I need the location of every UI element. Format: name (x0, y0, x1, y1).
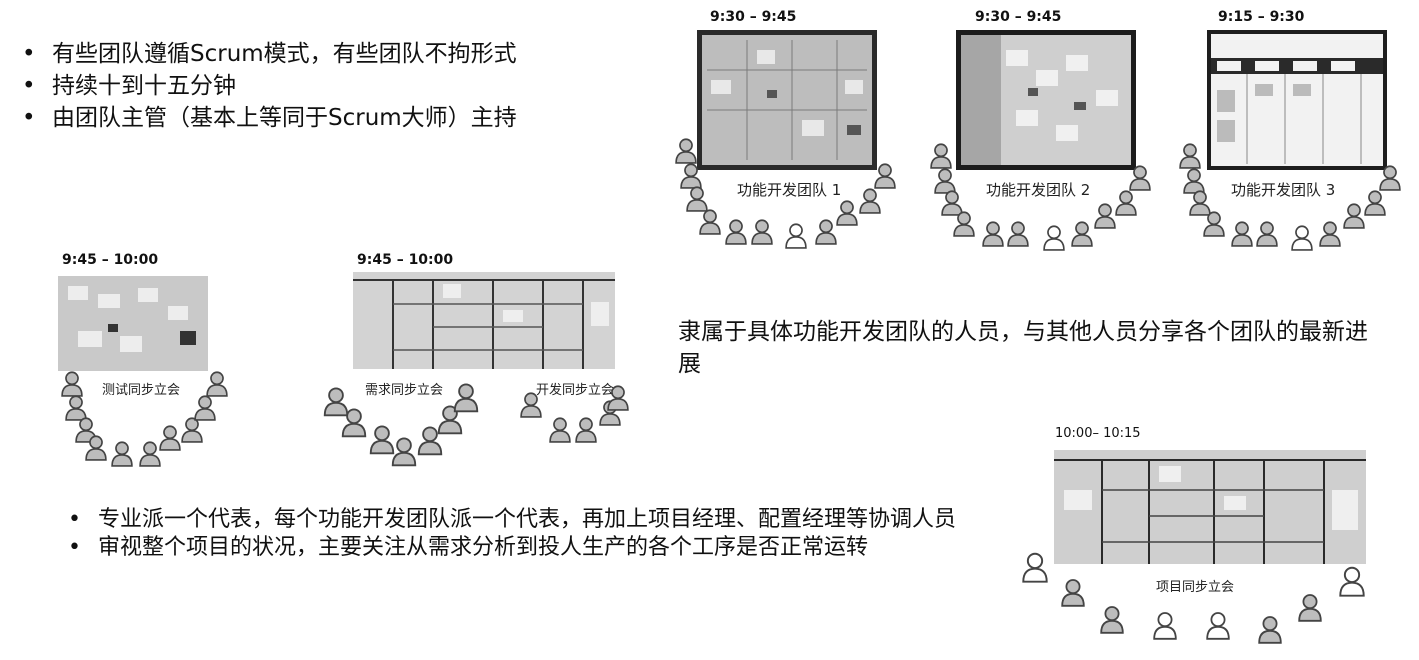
person-icon (700, 210, 720, 234)
person-icon (455, 384, 478, 411)
time-label-feature3: 9:15 – 9:30 (1218, 9, 1304, 25)
feature1-board-photo (697, 30, 877, 170)
person-icon (160, 426, 180, 450)
person-icon (325, 388, 348, 415)
list-item: 审视整个项目的状况，主要关注从需求分析到投人生产的各个工序是否正常运转 (66, 534, 986, 562)
person-icon (1320, 222, 1340, 246)
person-icon (1154, 613, 1176, 639)
person-icon (1072, 222, 1092, 246)
list-item: 专业派一个代表，每个功能开发团队派一个代表，再加上项目经理、配置经理等协调人员 (66, 506, 986, 534)
person-icon (86, 436, 106, 460)
person-icon (195, 396, 215, 420)
person-icon (207, 372, 227, 396)
person-icon (786, 224, 806, 248)
top-bullet-list: 有些团队遵循Scrum模式，有些团队不拘形式 持续十到十五分钟 由团队主管（基本… (20, 38, 640, 134)
person-icon (1232, 222, 1252, 246)
person-icon (942, 191, 962, 215)
person-icon (1184, 169, 1204, 193)
meeting-label-test: 测试同步立会 (102, 379, 180, 398)
person-icon (182, 418, 202, 442)
person-icon (726, 220, 746, 244)
person-icon (676, 139, 696, 163)
person-icon (860, 189, 880, 213)
person-icon (931, 144, 951, 168)
person-icon (1008, 222, 1028, 246)
person-icon (1299, 595, 1321, 621)
test-board-photo (58, 276, 208, 371)
list-item: 有些团队遵循Scrum模式，有些团队不拘形式 (20, 38, 640, 70)
time-label-feature2: 9:30 – 9:45 (975, 9, 1061, 25)
person-icon (112, 442, 132, 466)
person-icon (66, 396, 86, 420)
person-icon (371, 426, 394, 453)
person-icon (1190, 191, 1210, 215)
person-icon (140, 442, 160, 466)
person-icon (983, 222, 1003, 246)
person-icon (439, 406, 462, 433)
person-icon (837, 201, 857, 225)
time-label-feature1: 9:30 – 9:45 (710, 9, 796, 25)
project-board-photo (1054, 450, 1366, 564)
person-icon (1062, 580, 1084, 606)
person-icon (576, 418, 596, 442)
person-icon (1365, 191, 1385, 215)
meeting-label-feature1: 功能开发团队 1 (737, 179, 841, 200)
time-label-project: 10:00– 10:15 (1055, 426, 1141, 441)
person-icon (687, 187, 707, 211)
person-icon (76, 418, 96, 442)
bottom-bullet-list: 专业派一个代表，每个功能开发团队派一个代表，再加上项目经理、配置经理等协调人员 … (66, 506, 986, 562)
person-icon (1044, 226, 1064, 250)
req-board-photo (353, 272, 615, 369)
person-icon (1116, 191, 1136, 215)
person-icon (875, 164, 895, 188)
time-label-req: 9:45 – 10:00 (357, 252, 453, 268)
feature3-board-photo (1207, 30, 1387, 170)
meeting-label-project: 项目同步立会 (1156, 576, 1234, 595)
person-icon (1204, 212, 1224, 236)
person-icon (1340, 568, 1363, 596)
list-item: 持续十到十五分钟 (20, 70, 640, 102)
person-icon (62, 372, 82, 396)
person-icon (1023, 554, 1046, 582)
person-icon (1257, 222, 1277, 246)
person-icon (816, 220, 836, 244)
person-icon (419, 427, 442, 454)
person-icon (1095, 204, 1115, 228)
person-icon (393, 438, 416, 465)
person-icon (1292, 226, 1312, 250)
meeting-label-feature3: 功能开发团队 3 (1231, 179, 1335, 200)
feature2-board-photo (956, 30, 1136, 170)
person-icon (1180, 144, 1200, 168)
person-icon (1101, 607, 1123, 633)
person-icon (954, 212, 974, 236)
meeting-label-feature2: 功能开发团队 2 (986, 179, 1090, 200)
person-icon (1344, 204, 1364, 228)
person-icon (343, 409, 366, 436)
time-label-test: 9:45 – 10:00 (62, 252, 158, 268)
meeting-label-req: 需求同步立会 (365, 379, 443, 398)
cross-team-sharing-text: 隶属于具体功能开发团队的人员，与其他人员分享各个团队的最新进展 (678, 316, 1378, 380)
person-icon (550, 418, 570, 442)
person-icon (935, 169, 955, 193)
person-icon (1259, 617, 1281, 643)
person-icon (600, 401, 620, 425)
meeting-label-dev: 开发同步立会 (536, 379, 614, 398)
person-icon (1207, 613, 1229, 639)
list-item: 由团队主管（基本上等同于Scrum大师）主持 (20, 102, 640, 134)
person-icon (752, 220, 772, 244)
